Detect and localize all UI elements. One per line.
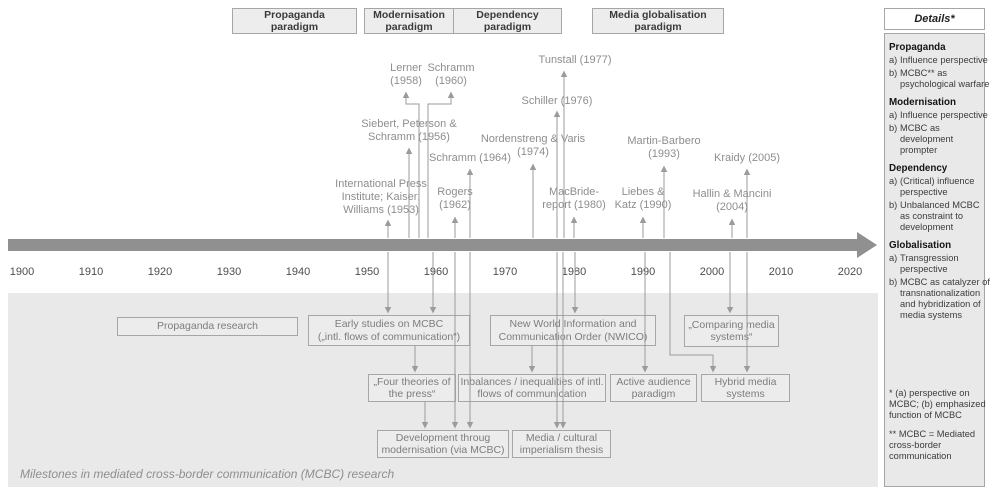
research-box-propaganda-research: Propaganda research (117, 317, 298, 336)
item-key: a) (889, 110, 898, 120)
year-label-1920: 1920 (147, 266, 173, 278)
research-box-comparing-media-systems: „Comparing media systems“ (684, 315, 779, 347)
citation-nordenstreng-varis-1974: Nordenstreng & Varis (1974) (480, 133, 586, 158)
details-panel: Propaganda a) Influence perspective b) M… (884, 33, 990, 487)
year-label-1900: 1900 (9, 266, 35, 278)
paradigm-box-propaganda: Propaganda paradigm (232, 8, 357, 34)
item-text: MCBC as catalyzer of transnationalizatio… (900, 277, 990, 320)
details-item: b) MCBC as development prompter (889, 123, 981, 156)
year-label-2000: 2000 (699, 266, 725, 278)
details-item: b) Unbalanced MCBC as constraint to deve… (889, 200, 981, 233)
research-box-four-theories-press: „Four theories of the press“ (368, 374, 456, 402)
details-section-globalisation: Globalisation a) Transgression perspecti… (889, 235, 990, 323)
research-box-early-studies-mcbc: Early studies on MCBC („intl. flows of c… (308, 315, 470, 346)
item-text: Influence perspective (900, 110, 988, 120)
item-text: Influence perspective (900, 55, 988, 65)
research-box-development-through-modernisation: Development throug modernisation (via MC… (377, 430, 509, 458)
research-box-media-cultural-imperialism: Media / cultural imperialism thesis (512, 430, 611, 458)
research-box-inbalances-intl-flows: Inbalances / inequalities of intl. flows… (458, 374, 606, 402)
citation-tunstall-1977: Tunstall (1977) (538, 54, 612, 66)
item-key: b) (889, 123, 898, 133)
citation-hallin-mancini-2004: Hallin & Mancini (2004) (692, 188, 772, 213)
year-label-1950: 1950 (354, 266, 380, 278)
year-label-1980: 1980 (561, 266, 587, 278)
citation-rogers-1962: Rogers (1962) (437, 186, 473, 211)
year-label-2010: 2010 (768, 266, 794, 278)
citation-macbride-report-1980: MacBride- report (1980) (542, 186, 606, 211)
details-item: b) MCBC** as psychological warfare (889, 68, 989, 90)
details-item: a) Influence perspective (889, 110, 988, 121)
citation-schiller-1976: Schiller (1976) (521, 95, 593, 107)
paradigm-box-modernisation: Modernisation paradigm (364, 8, 454, 34)
year-label-1930: 1930 (216, 266, 242, 278)
details-section-dependency: Dependency a) (Critical) influence persp… (889, 158, 981, 235)
year-label-1910: 1910 (78, 266, 104, 278)
item-text: MCBC as development prompter (900, 123, 954, 155)
details-item: a) Influence perspective (889, 55, 988, 66)
details-item: a) (Critical) influence perspective (889, 176, 981, 198)
year-label-2020: 2020 (837, 266, 863, 278)
item-key: a) (889, 176, 898, 186)
citation-lerner-1958: Lerner (1958) (390, 62, 422, 87)
details-section-modernisation: Modernisation a) Influence perspective b… (889, 92, 988, 158)
citation-kraidy-2005: Kraidy (2005) (713, 152, 781, 164)
item-key: a) (889, 55, 898, 65)
timeline-axis (8, 232, 877, 258)
research-box-hybrid-media-systems: Hybrid media systems (701, 374, 790, 402)
year-label-1990: 1990 (630, 266, 656, 278)
details-title-box: Details* (884, 8, 985, 30)
details-footnotes: * (a) perspective on MCBC; (b) emphasize… (889, 380, 986, 462)
citation-international-press-institute-1953: International Press Institute; Kaiser; W… (335, 178, 427, 216)
timeline-bar (8, 239, 857, 251)
item-key: b) (889, 200, 898, 210)
details-heading-globalisation: Globalisation (889, 240, 952, 251)
arrow-1960-elbow-up (427, 91, 455, 238)
item-text: (Critical) influence perspective (900, 176, 975, 197)
item-text: Transgression perspective (900, 253, 959, 274)
timeline-arrowhead (857, 232, 877, 258)
item-text: MCBC** as psychological warfare (900, 68, 990, 89)
item-text: Unbalanced MCBC as constraint to develop… (900, 200, 980, 232)
details-heading-propaganda: Propaganda (889, 42, 946, 53)
footnote-asterisk: * (a) perspective on MCBC; (b) emphasize… (889, 388, 986, 420)
year-label-1940: 1940 (285, 266, 311, 278)
research-box-nwico: New World Information and Communication … (490, 315, 656, 346)
footnote-double-asterisk: ** MCBC = Mediated cross-border communic… (889, 429, 976, 461)
year-label-1970: 1970 (492, 266, 518, 278)
citation-schramm-1964: Schramm (1964) (429, 152, 511, 164)
item-key: a) (889, 253, 898, 263)
research-box-active-audience: Active audience paradigm (610, 374, 697, 402)
item-key: b) (889, 277, 898, 287)
citation-siebert-peterson-schramm-1956: Siebert, Peterson & Schramm (1956) (361, 118, 457, 143)
details-heading-modernisation: Modernisation (889, 97, 956, 108)
details-section-propaganda: Propaganda a) Influence perspective b) M… (889, 37, 989, 92)
paradigm-box-dependency: Dependency paradigm (453, 8, 562, 34)
details-heading-dependency: Dependency (889, 163, 948, 174)
item-key: b) (889, 68, 898, 78)
citation-martin-barbero-1993: Martin-Barbero (1993) (627, 135, 701, 160)
details-item: a) Transgression perspective (889, 253, 981, 275)
citation-schramm-1960: Schramm (1960) (427, 62, 475, 87)
figure-caption: Milestones in mediated cross-border comm… (20, 467, 395, 481)
details-item: b) MCBC as catalyzer of transnationaliza… (889, 277, 990, 321)
paradigm-box-media-globalisation: Media globalisation paradigm (592, 8, 724, 34)
citation-liebes-katz-1990: Liebes & Katz (1990) (614, 186, 672, 211)
year-label-1960: 1960 (423, 266, 449, 278)
